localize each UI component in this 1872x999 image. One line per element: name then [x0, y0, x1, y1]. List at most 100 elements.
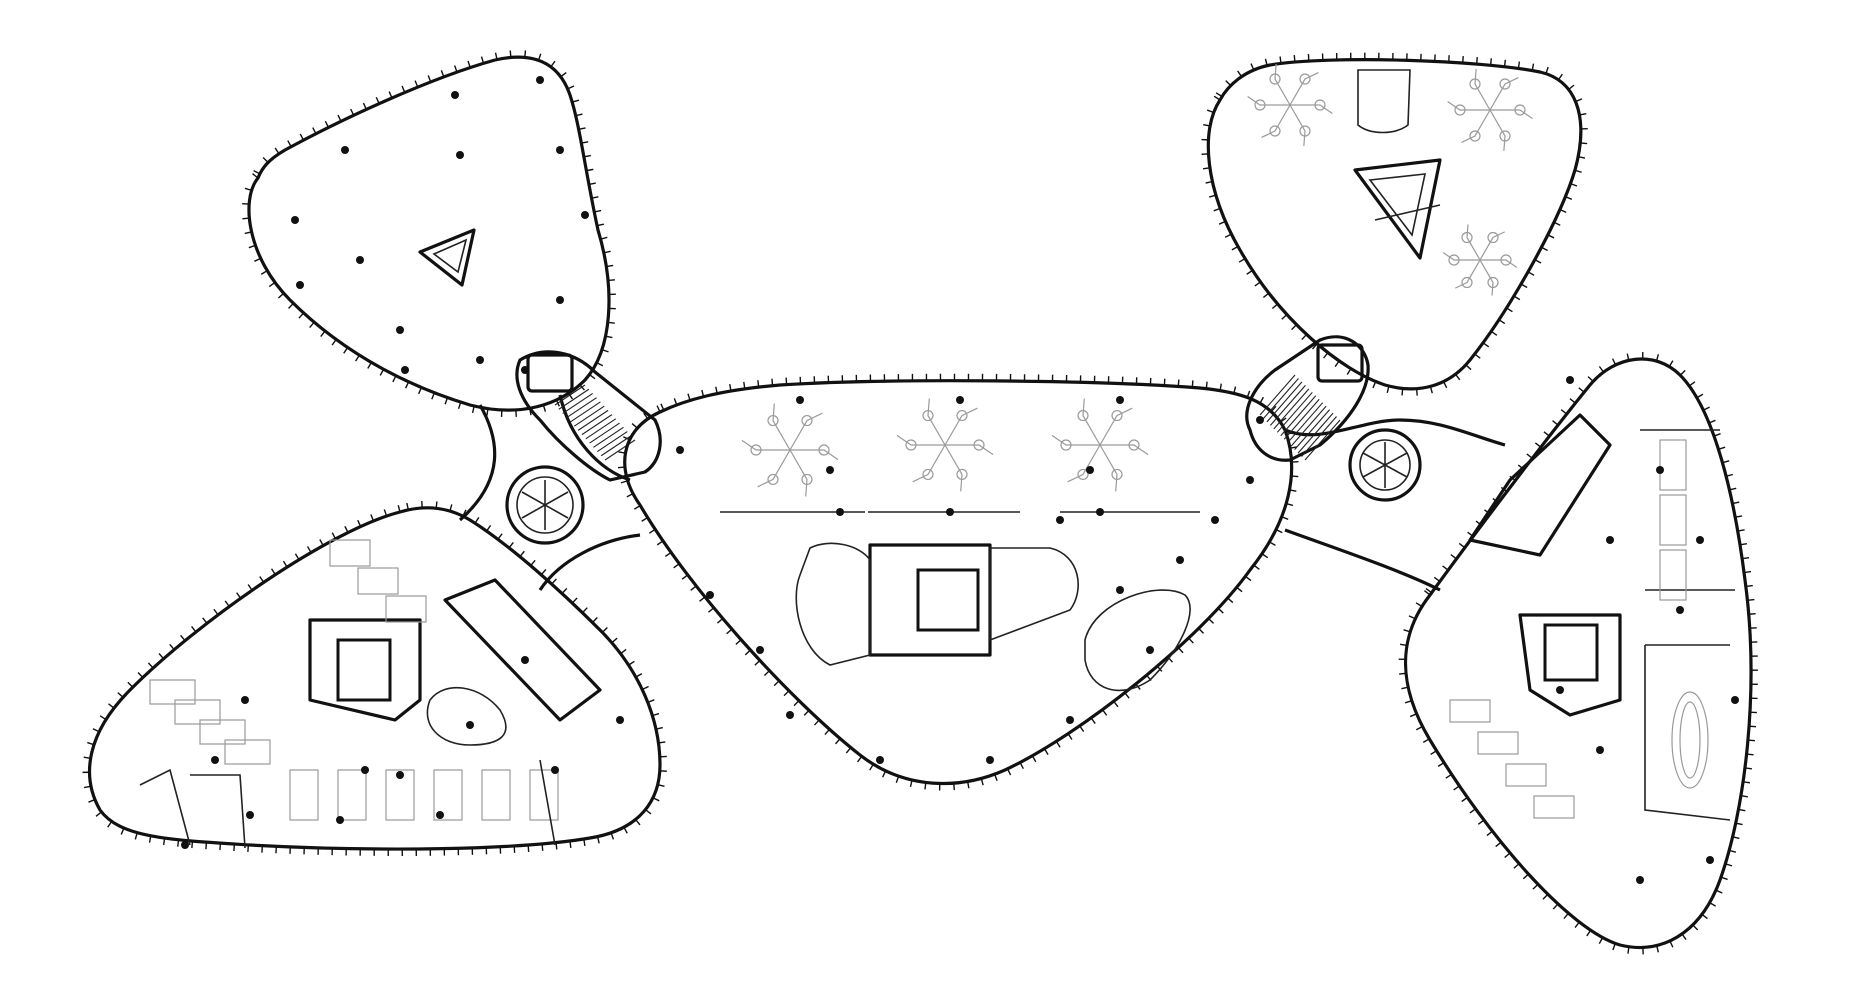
- chair: [1454, 104, 1466, 116]
- column: [1636, 876, 1644, 884]
- chair: [1487, 276, 1499, 289]
- column: [521, 656, 529, 664]
- column: [956, 396, 964, 404]
- desk: [433, 769, 463, 821]
- stair-tread: [1283, 398, 1320, 440]
- chair: [1269, 125, 1281, 137]
- workstation-arm: [1489, 109, 1506, 151]
- nw-core: [418, 228, 476, 287]
- chair: [801, 473, 813, 486]
- chair: [1500, 254, 1512, 266]
- column: [1056, 516, 1064, 524]
- stair-tread: [1266, 381, 1303, 423]
- desk: [385, 595, 427, 623]
- east-link: [1245, 335, 1506, 592]
- column: [396, 326, 404, 334]
- sw-core: [336, 638, 392, 702]
- west-atrium: [505, 465, 585, 545]
- central-wing: [623, 379, 1294, 786]
- column: [1706, 856, 1714, 864]
- north-west-wing-outline: [247, 55, 611, 412]
- central-core-shell: [795, 542, 1079, 666]
- column: [946, 508, 954, 516]
- desk: [337, 769, 367, 821]
- workstation-arm: [912, 444, 946, 483]
- column: [551, 766, 559, 774]
- column: [521, 366, 529, 374]
- east-stair: [1259, 374, 1341, 461]
- column: [1246, 476, 1254, 484]
- stair-tread: [1269, 385, 1306, 426]
- central-workstation-clusters: [741, 398, 1149, 497]
- column: [466, 721, 474, 729]
- chair: [818, 444, 830, 456]
- desk: [1505, 763, 1547, 787]
- column: [556, 146, 564, 154]
- chair: [1514, 104, 1526, 116]
- stair-tread: [1276, 391, 1313, 433]
- chair: [1060, 439, 1072, 451]
- chair: [1077, 409, 1089, 422]
- column: [1176, 556, 1184, 564]
- column: [556, 296, 564, 304]
- chair: [956, 468, 968, 481]
- chair: [922, 468, 934, 481]
- column: [1116, 586, 1124, 594]
- column: [1066, 716, 1074, 724]
- se-conference-table-inner: [1679, 701, 1701, 779]
- sw-core-block: [308, 618, 422, 722]
- stair-tread: [577, 409, 609, 431]
- desk: [289, 769, 319, 821]
- se-toilet-block: [1468, 413, 1612, 557]
- workstation-arm: [1480, 259, 1518, 268]
- workstation-arm: [896, 434, 945, 446]
- desk: [1659, 549, 1687, 601]
- workstation-arm: [1289, 104, 1306, 146]
- workstation-arm: [944, 444, 963, 492]
- chair: [1487, 231, 1499, 244]
- workstation-arm: [1479, 231, 1505, 261]
- east-atrium-inner: [1359, 439, 1411, 491]
- desk: [174, 699, 221, 725]
- workstation-arm: [1099, 407, 1133, 446]
- column: [1116, 396, 1124, 404]
- sw-meeting-pod: [426, 686, 507, 746]
- chair: [767, 473, 779, 486]
- column: [536, 76, 544, 84]
- se-core-block: [1518, 613, 1622, 717]
- stair-tread: [593, 426, 624, 448]
- desk: [224, 739, 271, 765]
- column: [456, 151, 464, 159]
- column: [401, 366, 409, 374]
- stair-tread: [573, 405, 605, 427]
- column: [796, 396, 804, 404]
- column: [476, 356, 484, 364]
- stair-tread: [1280, 395, 1317, 437]
- workstation-arm: [1442, 252, 1480, 261]
- column: [836, 508, 844, 516]
- desk: [357, 567, 399, 595]
- central-wing-outline: [623, 379, 1294, 786]
- column: [296, 281, 304, 289]
- ne-core-inner: [1368, 173, 1441, 237]
- column: [1096, 508, 1104, 516]
- chair: [956, 409, 968, 422]
- workstation-arm: [1067, 444, 1101, 483]
- desk: [329, 539, 371, 567]
- workstation-arm: [1247, 96, 1290, 106]
- chair: [1469, 130, 1481, 142]
- chair: [905, 439, 917, 451]
- chair: [1448, 254, 1460, 266]
- stair-tread: [585, 418, 617, 440]
- workstation-arm: [1289, 71, 1319, 106]
- ne-meeting-room: [1357, 69, 1411, 134]
- chair: [1111, 468, 1123, 481]
- workstation-arm: [945, 444, 994, 456]
- column: [356, 256, 364, 264]
- stair-tread: [1290, 405, 1327, 447]
- column: [581, 211, 589, 219]
- chair: [750, 444, 762, 456]
- column: [786, 711, 794, 719]
- chair: [1128, 439, 1140, 451]
